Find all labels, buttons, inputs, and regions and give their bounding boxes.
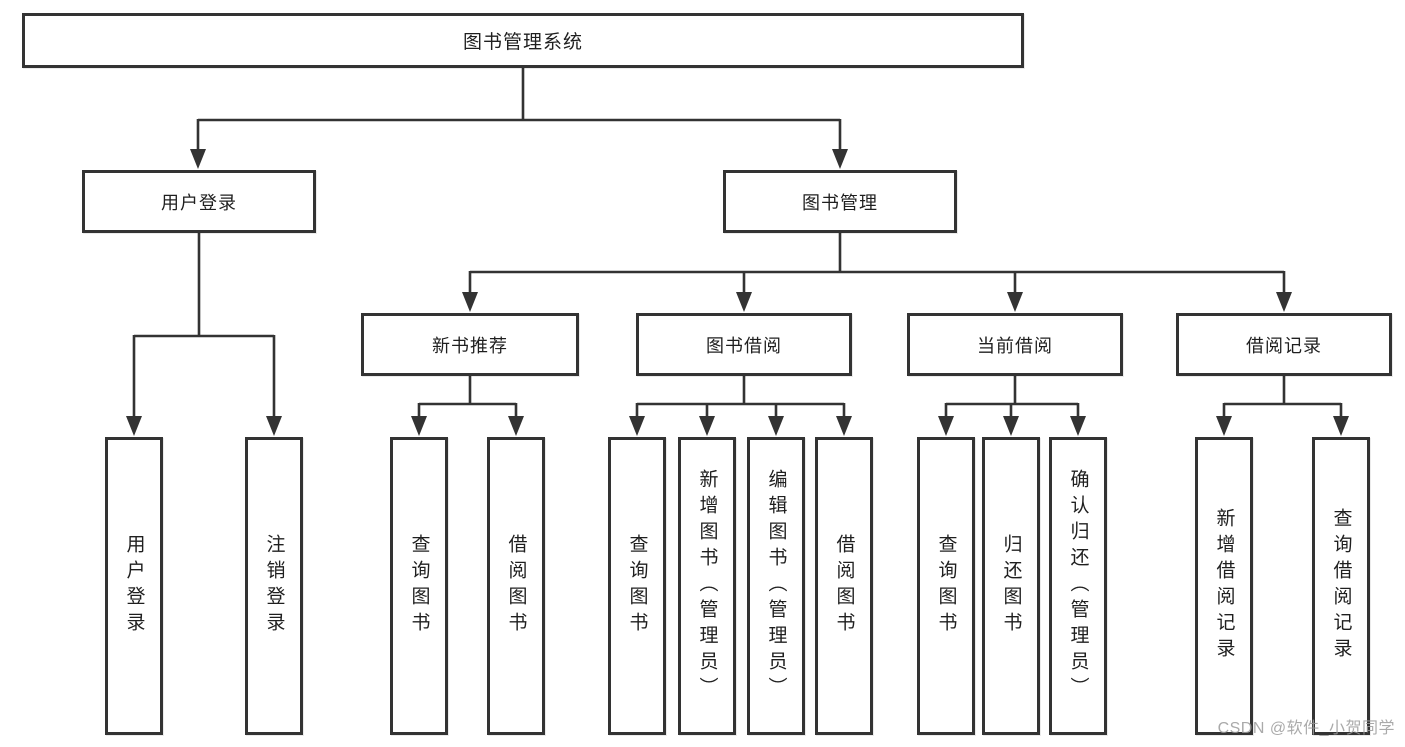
- leaf-edit-book-admin: 编辑图书（管理员）: [747, 437, 805, 735]
- node-book-borrowing: 图书借阅: [636, 313, 852, 376]
- leaf-query-books-borrowing: 查询图书: [608, 437, 666, 735]
- node-book-management: 图书管理: [723, 170, 957, 233]
- leaf-add-borrow-record: 新增借阅记录: [1195, 437, 1253, 735]
- csdn-watermark: CSDN @软件_小贺同学: [1217, 720, 1395, 737]
- node-user-login: 用户登录: [82, 170, 316, 233]
- leaf-borrow-books-newbooks: 借阅图书: [487, 437, 545, 735]
- leaf-query-books-current: 查询图书: [917, 437, 975, 735]
- arrowheads: [126, 149, 1349, 436]
- leaf-borrow-books-borrowing: 借阅图书: [815, 437, 873, 735]
- node-borrowing-records: 借阅记录: [1176, 313, 1392, 376]
- leaf-add-book-admin: 新增图书（管理员）: [678, 437, 736, 735]
- node-current-borrowing: 当前借阅: [907, 313, 1123, 376]
- leaf-query-borrow-record: 查询借阅记录: [1312, 437, 1370, 735]
- leaf-logout: 注销登录: [245, 437, 303, 735]
- node-root-library-system: 图书管理系统: [22, 13, 1024, 68]
- node-new-books: 新书推荐: [361, 313, 579, 376]
- leaf-user-login: 用户登录: [105, 437, 163, 735]
- leaf-return-books: 归还图书: [982, 437, 1040, 735]
- leaf-query-books-newbooks: 查询图书: [390, 437, 448, 735]
- leaf-confirm-return-admin: 确认归还（管理员）: [1049, 437, 1107, 735]
